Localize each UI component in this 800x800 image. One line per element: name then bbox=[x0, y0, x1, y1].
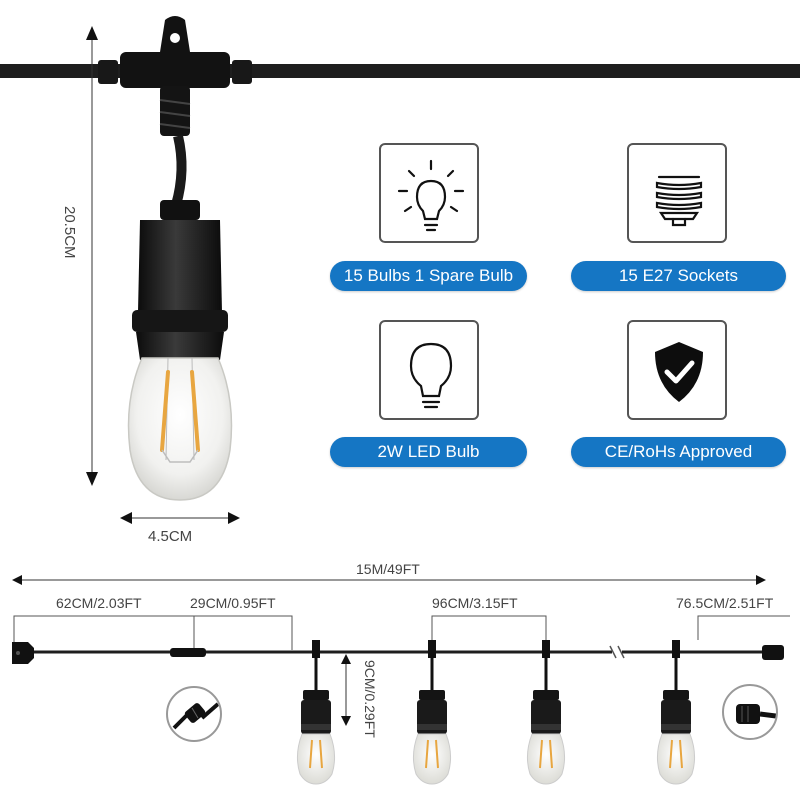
height-dimension-arrow bbox=[86, 26, 98, 486]
bulb-height-label: 20.5CM bbox=[61, 206, 78, 259]
feature-box-sockets bbox=[627, 143, 727, 243]
end-segment-label: 76.5CM/2.51FT bbox=[676, 595, 774, 611]
plug-segment-label: 62CM/2.03FT bbox=[56, 595, 142, 611]
bulb-socket bbox=[132, 200, 228, 360]
e27-socket-icon bbox=[655, 175, 703, 227]
feature-label-sockets: 15 E27 Sockets bbox=[571, 261, 786, 291]
end-cap-detail-icon bbox=[736, 704, 776, 724]
string-bulb bbox=[656, 640, 696, 785]
bulb-width-label: 4.5CM bbox=[148, 528, 193, 545]
end-connector bbox=[762, 645, 784, 660]
connector-detail-icon bbox=[172, 702, 220, 730]
connector-zoom-circle bbox=[166, 686, 222, 742]
segment-brackets bbox=[13, 615, 790, 652]
drop-length-label: 9CM/0.29FT bbox=[362, 660, 378, 738]
feature-label-led: 2W LED Bulb bbox=[330, 437, 527, 467]
feature-box-bulbs bbox=[379, 143, 479, 243]
string-cable bbox=[20, 645, 770, 659]
feature-box-approved bbox=[627, 320, 727, 420]
string-bulb bbox=[296, 640, 336, 785]
glass-bulb bbox=[127, 357, 233, 501]
total-length-label: 15M/49FT bbox=[356, 561, 420, 577]
total-length-arrow bbox=[12, 575, 766, 585]
shield-check-icon bbox=[655, 342, 703, 402]
led-bulb-icon bbox=[409, 342, 453, 409]
feature-label-bulbs: 15 Bulbs 1 Spare Bulb bbox=[330, 261, 527, 291]
string-bulb bbox=[412, 640, 452, 785]
inline-connector bbox=[170, 648, 206, 657]
end-connector-zoom-circle bbox=[722, 684, 778, 740]
power-plug bbox=[12, 642, 34, 664]
feature-label-approved: CE/RoHs Approved bbox=[571, 437, 786, 467]
drop-length-arrow bbox=[341, 654, 351, 726]
width-dimension-arrow bbox=[120, 512, 240, 524]
connector-segment-label: 29CM/0.95FT bbox=[190, 595, 276, 611]
string-bulb bbox=[526, 640, 566, 785]
feature-box-led bbox=[379, 320, 479, 420]
lit-bulb-icon bbox=[397, 159, 465, 232]
cable-junction bbox=[98, 16, 252, 207]
bulb-spacing-label: 96CM/3.15FT bbox=[432, 595, 518, 611]
